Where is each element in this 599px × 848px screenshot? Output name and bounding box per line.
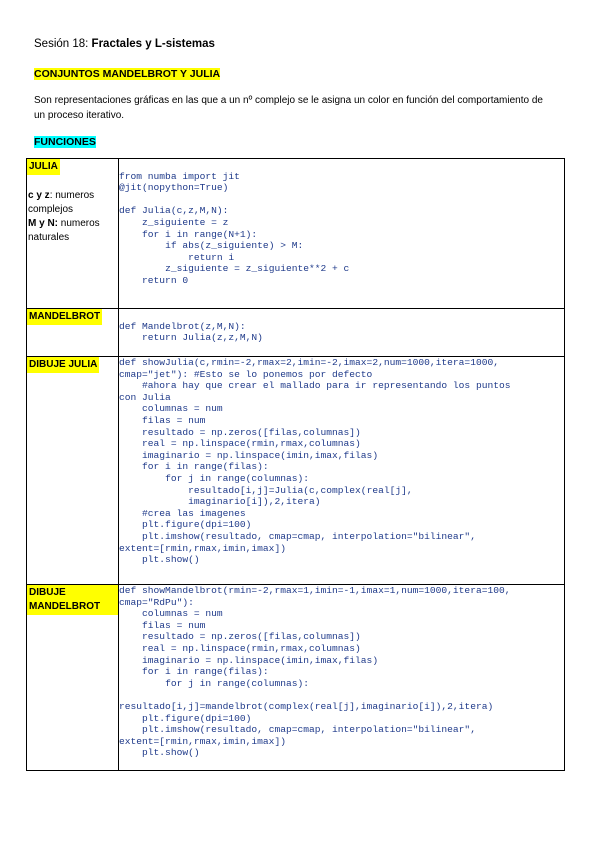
code-block-dibuje-mandelbrot: def showMandelbrot(rmin=-2,rmax=1,imin=-… xyxy=(119,585,511,759)
table-row-mandelbrot: MANDELBROT def Mandelbrot(z,M,N): return… xyxy=(26,308,565,357)
param-cz-text: : numeros complejos xyxy=(28,190,95,215)
table-row-dibuje-mandelbrot: DIBUJE MANDELBROT def showMandelbrot(rmi… xyxy=(26,584,565,771)
functions-table: JULIA c y z: numeros complejos M y N: nu… xyxy=(26,158,565,771)
section-heading-conjuntos: CONJUNTOS MANDELBROT Y JULIA xyxy=(34,68,221,80)
table-row-dibuje-julia: DIBUJE JULIA def showJulia(c,rmin=-2,rma… xyxy=(26,356,565,585)
param-mn-bold: M y N: xyxy=(28,218,58,229)
row-label-cell: JULIA c y z: numeros complejos M y N: nu… xyxy=(26,158,119,309)
code-cell-dibuje-julia: def showJulia(c,rmin=-2,rmax=2,imin=-2,i… xyxy=(118,356,565,585)
julia-params-note: c y z: numeros complejos M y N: numeros … xyxy=(28,189,118,245)
code-cell-mandelbrot: def Mandelbrot(z,M,N): return Julia(z,z,… xyxy=(118,308,565,357)
code-block-julia: from numba import jit @jit(nopython=True… xyxy=(119,170,350,286)
section-heading-funciones-text: FUNCIONES xyxy=(34,136,96,148)
row-label-mandelbrot: MANDELBROT xyxy=(27,309,103,325)
code-block-mandelbrot: def Mandelbrot(z,M,N): return Julia(z,z,… xyxy=(119,320,263,344)
section-heading-funciones: FUNCIONES xyxy=(34,136,96,148)
row-label-julia: JULIA xyxy=(27,159,60,175)
code-cell-julia: from numba import jit @jit(nopython=True… xyxy=(118,158,565,309)
param-cz-bold: c y z xyxy=(28,190,50,201)
row-label-dibuje-julia: DIBUJE JULIA xyxy=(27,357,100,373)
code-block-dibuje-julia: def showJulia(c,rmin=-2,rmax=2,imin=-2,i… xyxy=(119,357,511,566)
section-heading-conjuntos-text: CONJUNTOS MANDELBROT Y JULIA xyxy=(34,68,221,80)
code-cell-dibuje-mandelbrot: def showMandelbrot(rmin=-2,rmax=1,imin=-… xyxy=(118,584,565,771)
row-label-cell: MANDELBROT xyxy=(26,308,119,357)
session-topic: Fractales y L-sistemas xyxy=(91,38,215,50)
param-mn-text: numeros naturales xyxy=(28,218,100,243)
session-prefix: Sesión 18: xyxy=(34,38,92,50)
row-label-cell: DIBUJE MANDELBROT xyxy=(26,584,119,771)
session-title: Sesión 18: Fractales y L-sistemas xyxy=(34,38,215,50)
row-label-cell: DIBUJE JULIA xyxy=(26,356,119,585)
intro-paragraph: Son representaciones gráficas en las que… xyxy=(34,95,543,121)
table-row-julia: JULIA c y z: numeros complejos M y N: nu… xyxy=(26,158,565,309)
row-label-dibuje-mandelbrot: DIBUJE MANDELBROT xyxy=(27,585,118,615)
